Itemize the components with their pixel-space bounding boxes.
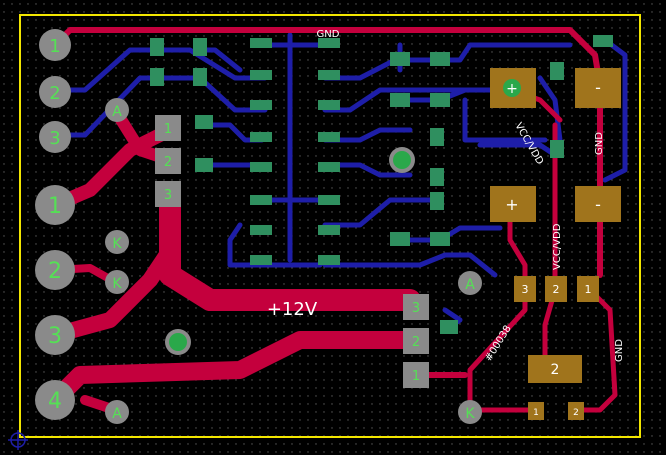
plus-pad-mid (490, 186, 536, 222)
power-pads: + - + - (490, 68, 621, 222)
pad-label-k: K (112, 236, 122, 252)
minus-pad-mid (575, 186, 621, 222)
pin-label: 4 (48, 389, 62, 414)
smd-pads-bottom (150, 35, 613, 334)
gnd-label-bottom-right: GND (614, 339, 625, 362)
pin-label: 2 (48, 259, 62, 284)
plus-label: + (505, 195, 518, 214)
pad-label-k: K (465, 406, 475, 422)
pin-label: 3 (49, 128, 60, 149)
pin-label: 2 (49, 83, 60, 104)
connector-pad (35, 315, 75, 355)
board-outline (19, 14, 641, 438)
pin-label: 2 (164, 155, 172, 170)
regulator-tab (528, 355, 582, 383)
led-pads: A K K A A K (105, 98, 482, 424)
pin-label: 1 (48, 194, 62, 219)
pin-label: 2 (553, 283, 560, 296)
plus12v-label: +12V (267, 299, 318, 320)
pin-label: 1 (164, 122, 172, 137)
pin-label: 3 (412, 301, 420, 316)
tab-label: 2 (551, 362, 560, 378)
connector-pad (39, 121, 71, 153)
pin-label: 1 (585, 283, 592, 296)
regulator: 3 2 1 2 (514, 276, 599, 383)
origin-marker-icon (8, 430, 28, 450)
connector-pad (35, 250, 75, 290)
pad-label-a: A (112, 406, 122, 422)
pin-label: 3 (48, 324, 62, 349)
header-a: 1 2 3 (155, 115, 181, 207)
minus-label: - (595, 195, 601, 214)
pin-label: 3 (164, 188, 172, 203)
pad-label-k: K (112, 276, 122, 292)
connector-left-top: 1 2 3 (39, 29, 71, 153)
connector-pad (35, 185, 75, 225)
pad-label-a: A (465, 277, 475, 293)
gnd-label-right: GND (594, 132, 605, 155)
minus-pad-top (575, 68, 621, 108)
vcc-label-lower: VCC/VDD (552, 223, 563, 270)
pin-label: 2 (573, 408, 579, 418)
pin-label: 2 (412, 335, 420, 350)
connector-pad (35, 380, 75, 420)
pad-label-a: A (112, 104, 122, 120)
connector-pad (39, 76, 71, 108)
connector-left-bottom: 1 2 3 4 (35, 185, 75, 420)
plus-label: + (506, 81, 518, 97)
pin-label: 1 (533, 408, 539, 418)
pin-label: 3 (522, 283, 529, 296)
pin-label: 1 (412, 369, 420, 384)
gnd-label-top: GND (317, 29, 340, 40)
pin-label: 1 (49, 36, 60, 57)
small-smd-pads: 1 2 (528, 402, 584, 420)
header-b: 3 2 1 (403, 294, 429, 388)
connector-pad (39, 29, 71, 61)
minus-label: - (595, 78, 601, 97)
